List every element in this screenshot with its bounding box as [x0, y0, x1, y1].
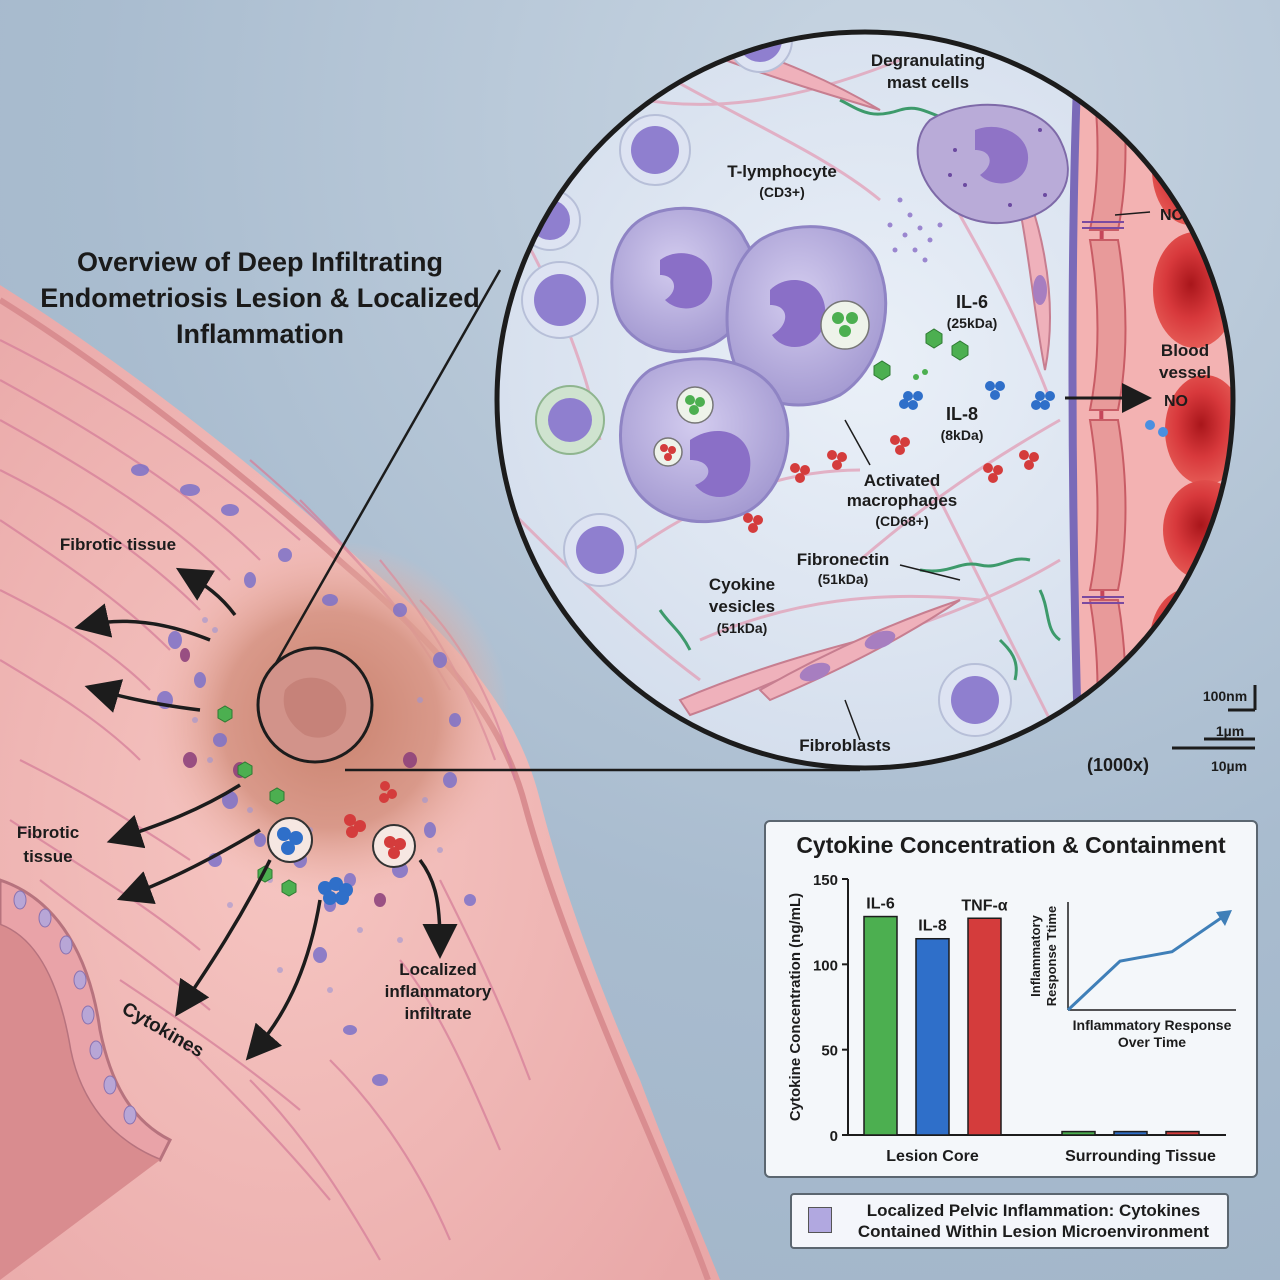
- bar-1-1: [1113, 1130, 1148, 1136]
- bar-label: IL-6: [866, 896, 895, 913]
- bar-0-2: [967, 917, 1002, 1136]
- scale-bar: 100nm 1µm 10µm (1000x): [1087, 685, 1257, 775]
- zoom-circle: Degranulating mast cells T-lymphocyte (CD3…: [494, 29, 1236, 771]
- label-vesicle-1: Cyokine: [709, 575, 775, 594]
- fibroblasts: [678, 38, 1051, 717]
- legend-swatch: [808, 1207, 832, 1233]
- bar-0-1: [915, 937, 950, 1136]
- bar-1-2: [1165, 1130, 1200, 1136]
- y-tick-label: 150: [813, 872, 838, 889]
- bar-0-0: [863, 915, 898, 1136]
- svg-text:IL-6(25kDa): IL-6 (25kDa): [947, 292, 998, 331]
- label-il8-size: (8kDa): [941, 427, 984, 443]
- inset-x-title-1: Inflammatory Response: [1073, 1017, 1232, 1033]
- label-mast-2: mast cells: [887, 73, 969, 92]
- label-vesicle-2: vesicles: [709, 597, 775, 616]
- zoom-cytokines: [743, 328, 1055, 533]
- cytokine-arrows: [74, 567, 458, 1061]
- cytokine-markers: [217, 705, 416, 905]
- y-tick-label: 0: [830, 1128, 838, 1145]
- label-blood-2: vessel: [1159, 363, 1211, 382]
- label-il6-name: IL-6: [956, 292, 988, 312]
- legend-text: Localized Pelvic Inflammation: Cytokines…: [857, 1201, 1210, 1241]
- lymphocytes: [519, 32, 1012, 737]
- scale-1um: 1µm: [1216, 723, 1244, 739]
- label-blood-1: Blood: [1161, 341, 1209, 360]
- label-fibrotic-mid-1: Fibrotic: [17, 823, 79, 842]
- bar-1-0: [1061, 1130, 1096, 1136]
- inset-y-title-2: Response Ttime: [1044, 906, 1059, 1006]
- label-tcell-2: (CD3+): [759, 184, 805, 200]
- label-infiltrate-2: inflammatory: [385, 982, 492, 1001]
- bar-label: TNF-α: [961, 897, 1007, 914]
- inset-line: [1066, 914, 1225, 1012]
- tissue-section: [0, 269, 860, 1280]
- label-vesicle-3: (51kDa): [717, 620, 768, 636]
- category-label: Lesion Core: [886, 1148, 979, 1165]
- inset-x-title-2: Over Time: [1118, 1034, 1186, 1050]
- label-macro-2: macrophages: [847, 491, 958, 510]
- chart-title: Cytokine Concentration & Containment: [796, 832, 1226, 858]
- label-no-top: NO: [1160, 207, 1184, 224]
- mast-cell: [887, 103, 1069, 263]
- magnification: (1000x): [1087, 755, 1149, 775]
- label-no-arrow: NO: [1164, 393, 1188, 410]
- y-tick-label: 50: [821, 1043, 838, 1060]
- label-il8-name: IL-8: [946, 404, 978, 424]
- label-fibronectin-name: Fibronectin: [797, 550, 890, 569]
- inset-arrowhead: [1216, 910, 1232, 926]
- label-infiltrate-1: Localized: [399, 960, 476, 979]
- bar-label: IL-8: [918, 918, 947, 935]
- label-mast-1: Degranulating: [871, 51, 985, 70]
- label-tcell-1: T-lymphocyte: [727, 162, 837, 181]
- macrophages: [610, 206, 888, 523]
- label-fibroblasts: Fibroblasts: [799, 736, 891, 755]
- svg-text:Fibronectin(51kDa): Fibronectin (51kDa): [797, 550, 890, 587]
- fibronectin-strands: [658, 98, 1061, 681]
- category-label: Surrounding Tissue: [1065, 1148, 1216, 1165]
- inset-y-title-1: Inflammatory: [1028, 914, 1043, 996]
- y-tick-label: 100: [813, 957, 838, 974]
- y-axis-title: Cytokine Concentration (ng/mL): [787, 893, 804, 1121]
- label-infiltrate-3: infiltrate: [404, 1004, 471, 1023]
- label-fibronectin-size: (51kDa): [818, 571, 869, 587]
- figure-title: Overview of Deep Infiltrating Endometrio…: [40, 247, 480, 349]
- label-macro-3: (CD68+): [875, 513, 928, 529]
- label-fibrotic-top: Fibrotic tissue: [60, 535, 176, 554]
- scale-100nm: 100nm: [1203, 688, 1247, 704]
- label-il6-size: (25kDa): [947, 315, 998, 331]
- label-fibrotic-mid-2: tissue: [23, 847, 72, 866]
- chart-panel: Cytokine Concentration & Containment 0 50…: [764, 820, 1258, 1178]
- label-macro-1: Activated: [864, 471, 941, 490]
- svg-text:IL-8(8kDa): IL-8 (8kDa): [941, 404, 984, 443]
- svg-text:T-lymphocyte(CD3+): T-lymphocyte (CD3+): [727, 162, 837, 200]
- summary-legend: Localized Pelvic Inflammation: Cytokines…: [790, 1193, 1229, 1249]
- scale-10um: 10µm: [1211, 758, 1247, 774]
